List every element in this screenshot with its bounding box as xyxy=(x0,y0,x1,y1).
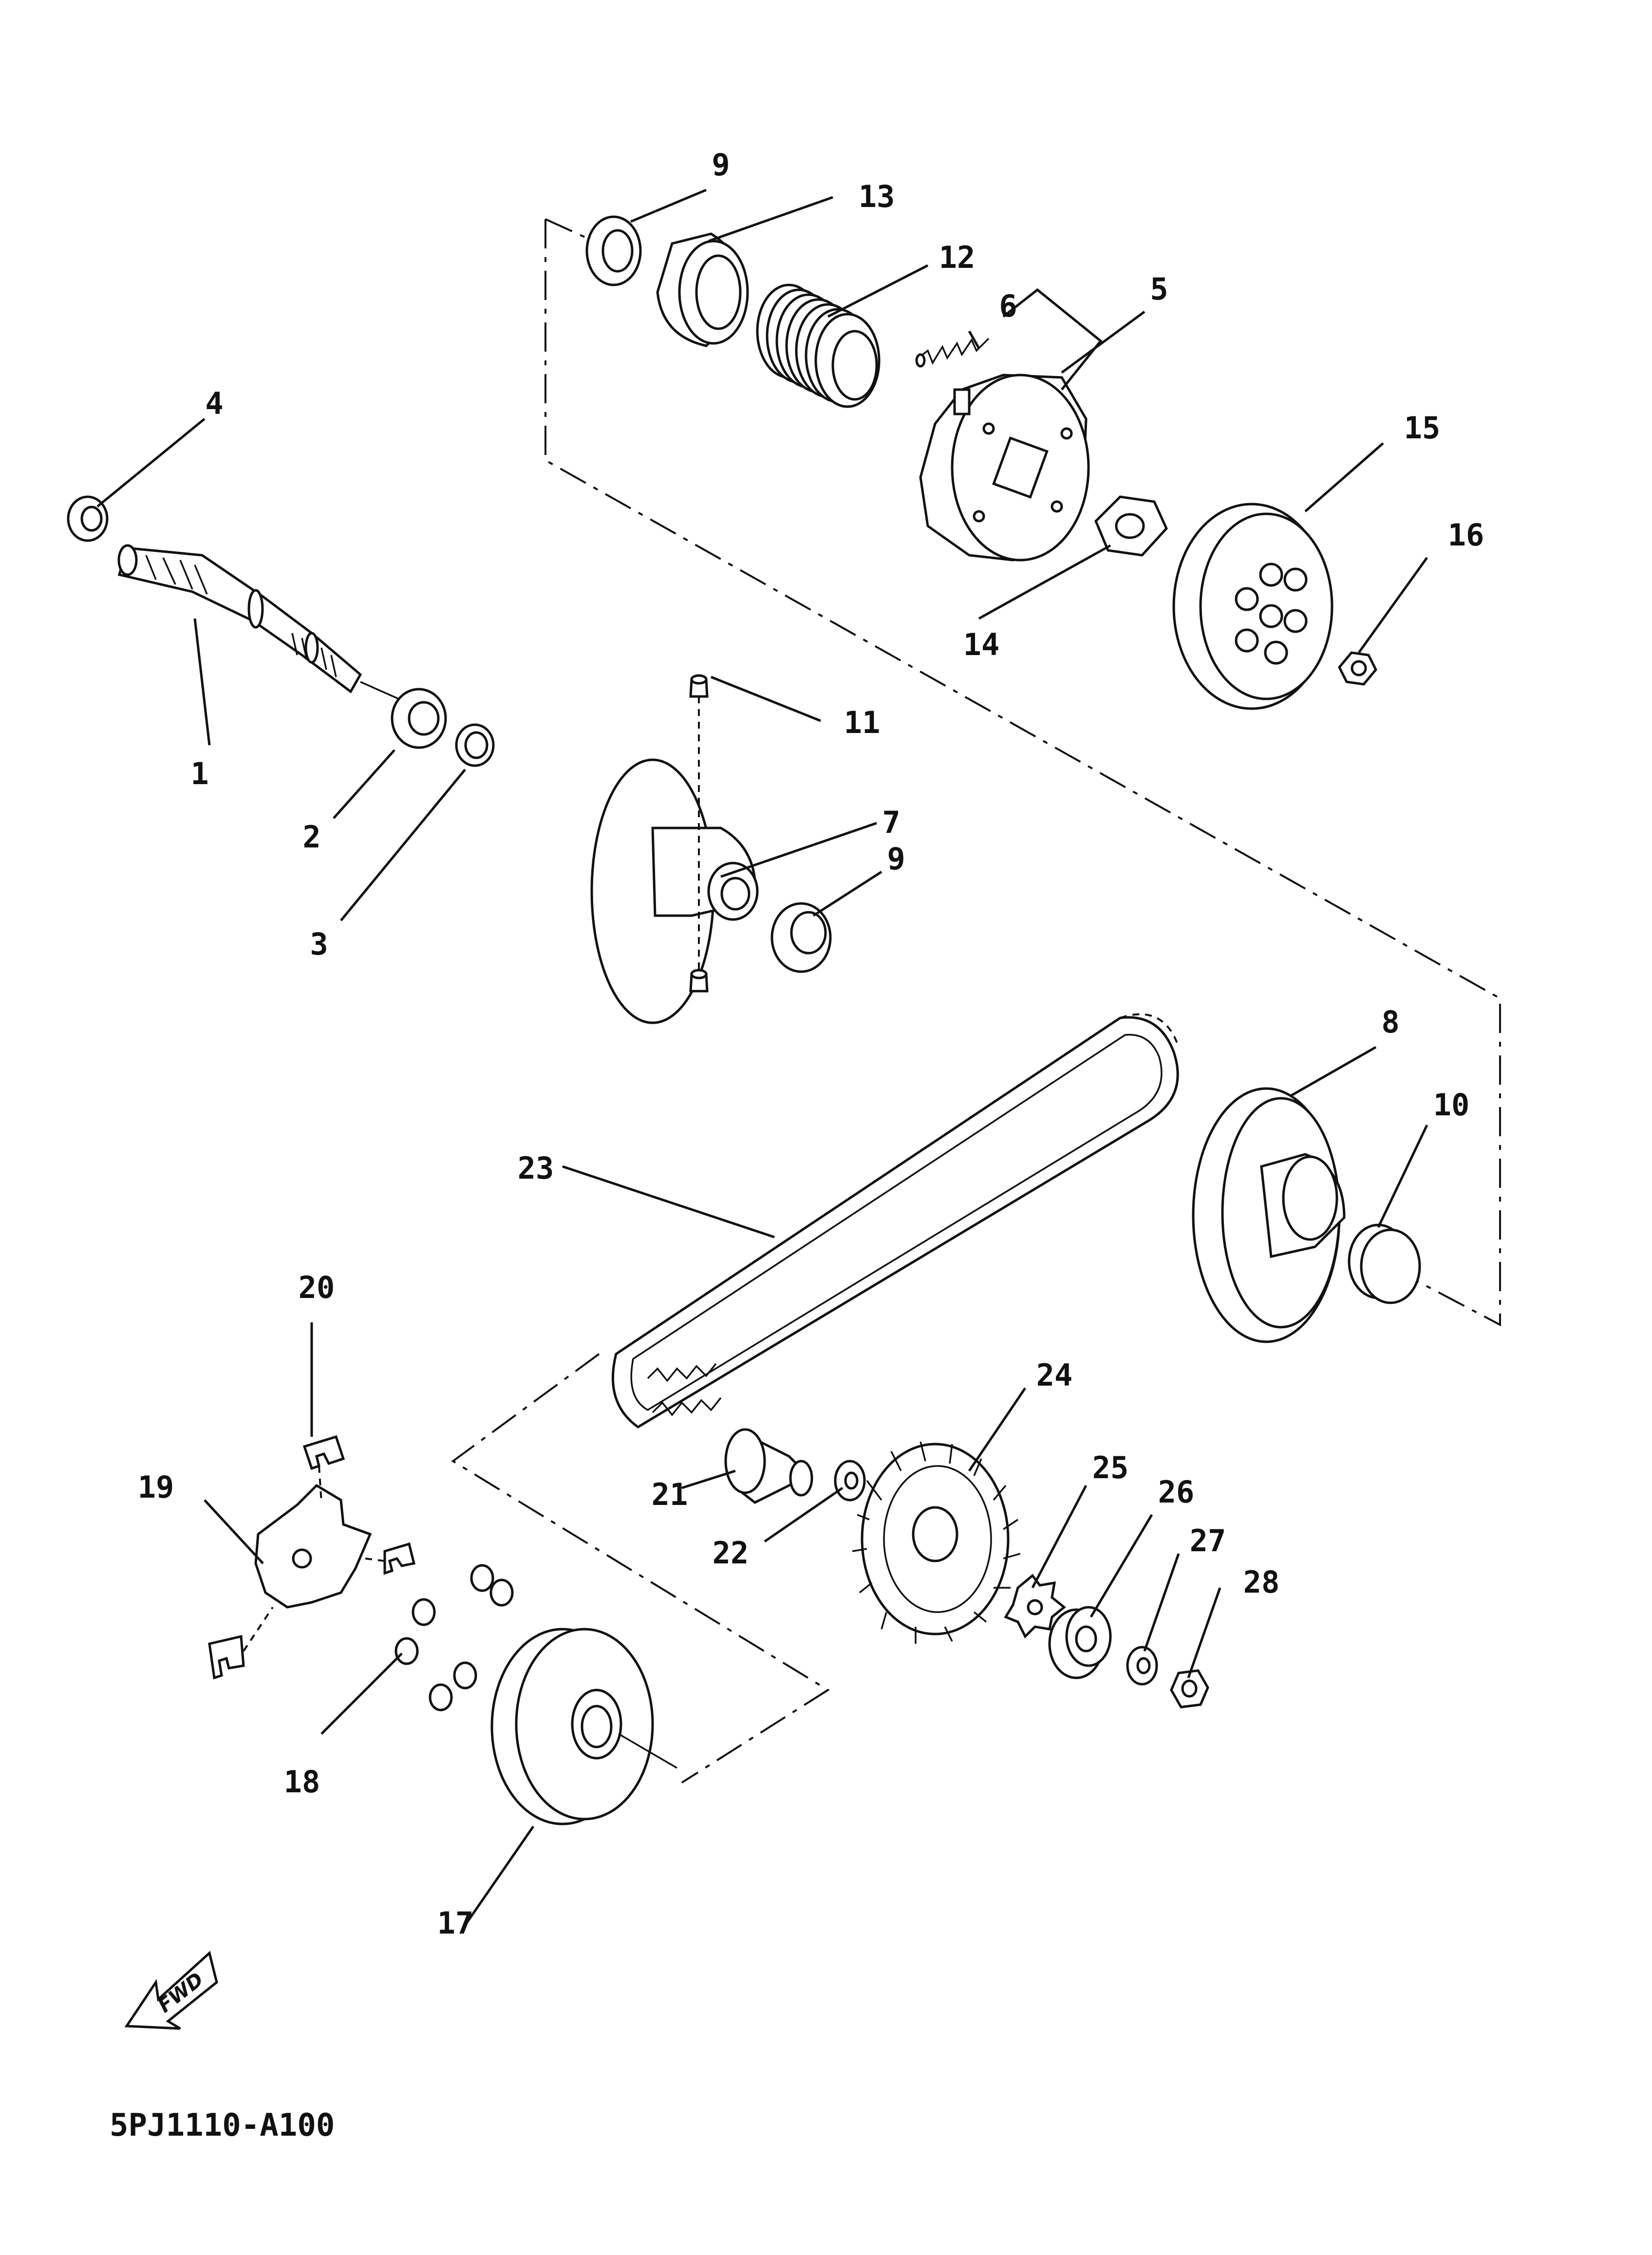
callout-1: 1 xyxy=(190,756,208,791)
callout-8: 8 xyxy=(1381,1004,1399,1040)
part-3-circlip xyxy=(455,723,495,767)
part-26-clutch-nut xyxy=(1048,1606,1112,1679)
leader-lines xyxy=(96,188,1428,1930)
part-11-guide-pin xyxy=(689,674,709,993)
part-7-secondary-sheave xyxy=(590,758,759,1024)
callout-9-upper: 9 xyxy=(712,147,730,183)
callout-14: 14 xyxy=(963,627,1000,662)
part-27-washer xyxy=(1126,1646,1158,1686)
callout-12: 12 xyxy=(939,240,976,275)
forward-direction-arrow: FWD xyxy=(124,1951,218,2030)
assembly-frame-upper xyxy=(544,218,1501,1327)
callout-16: 16 xyxy=(1448,517,1484,553)
callout-10: 10 xyxy=(1433,1087,1470,1123)
callout-4: 4 xyxy=(205,386,223,421)
part-14-nut xyxy=(1094,495,1168,557)
callout-6: 6 xyxy=(999,288,1017,324)
diagram-code: 5PJ1110-A100 xyxy=(110,2107,335,2143)
callout-28: 28 xyxy=(1243,1564,1280,1600)
part-12-clutch-spring xyxy=(756,283,881,408)
part-8-primary-sheave xyxy=(1192,1087,1346,1343)
part-6-small-spring xyxy=(915,338,990,368)
callout-5: 5 xyxy=(1150,271,1168,307)
part-19-cam xyxy=(254,1484,372,1609)
part-23-v-belt xyxy=(611,1013,1180,1428)
part-4-oil-seal xyxy=(67,495,109,542)
part-1-primary-shaft xyxy=(117,544,405,702)
part-16-nut xyxy=(1338,651,1377,686)
callout-27: 27 xyxy=(1190,1523,1226,1559)
part-22-washer xyxy=(834,1460,866,1502)
part-9-oil-seal-upper xyxy=(585,215,642,286)
part-2-bearing xyxy=(391,688,447,749)
callout-20: 20 xyxy=(299,1270,335,1305)
callout-22: 22 xyxy=(713,1535,749,1571)
part-15-clutch-housing xyxy=(1172,503,1333,710)
callout-25: 25 xyxy=(1092,1450,1129,1485)
part-9-oil-seal-middle xyxy=(770,902,832,973)
callout-24: 24 xyxy=(1036,1357,1073,1393)
part-28-nut xyxy=(1170,1669,1209,1709)
callout-18: 18 xyxy=(284,1764,320,1800)
callout-23: 23 xyxy=(518,1150,554,1186)
callout-19: 19 xyxy=(138,1469,174,1505)
part-20-slider xyxy=(208,1435,416,1680)
part-10-o-ring xyxy=(1348,1223,1421,1304)
callout-7: 7 xyxy=(882,805,900,840)
part-5-clutch-carrier xyxy=(919,374,1090,562)
part-24-fan xyxy=(852,1441,1021,1644)
callout-17: 17 xyxy=(437,1905,474,1941)
callout-21: 21 xyxy=(652,1477,688,1512)
callout-2: 2 xyxy=(302,819,320,855)
callout-labels: 1 2 3 4 5 6 7 8 9 9 10 11 12 13 14 15 16… xyxy=(138,147,1484,1941)
part-21-collar xyxy=(724,1428,813,1504)
callout-26: 26 xyxy=(1158,1474,1195,1510)
part-25-slide-piece xyxy=(1004,1574,1067,1639)
callout-15: 15 xyxy=(1404,410,1441,446)
callout-11: 11 xyxy=(844,705,881,740)
callout-3: 3 xyxy=(310,926,328,962)
callout-13: 13 xyxy=(859,179,895,214)
part-17-primary-fixed-sheave xyxy=(490,1628,677,1825)
assembly-frame-lower xyxy=(451,1353,830,1784)
callout-9-middle: 9 xyxy=(887,841,905,877)
part-13-collar xyxy=(656,232,749,347)
part-18-weight xyxy=(394,1564,514,1711)
